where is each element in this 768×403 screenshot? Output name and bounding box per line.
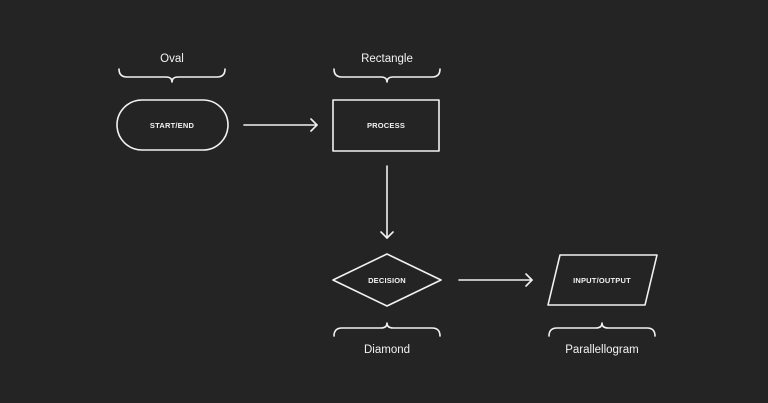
- diamond-caption: Diamond: [364, 344, 410, 356]
- oval-caption-brace: [118, 68, 226, 83]
- parallelogram-caption: Parallellogram: [565, 344, 639, 356]
- start-end-label: START/END: [150, 121, 195, 130]
- rectangle-group: Rectangle PROCESS: [332, 53, 441, 152]
- input-output-parallelogram: [547, 254, 658, 306]
- rectangle-caption-brace: [333, 68, 441, 83]
- decision-diamond: [332, 253, 442, 307]
- diamond-caption-brace: [333, 322, 441, 337]
- arrow-process-to-decision: [380, 165, 394, 239]
- rectangle-caption: Rectangle: [361, 53, 413, 65]
- oval-group: Oval START/END: [116, 53, 229, 151]
- arrow-decision-to-io: [458, 273, 533, 287]
- arrow-start-to-process: [243, 118, 318, 132]
- input-output-label: INPUT/OUTPUT: [573, 276, 631, 285]
- start-end-oval: [116, 99, 229, 151]
- process-rectangle: [332, 99, 440, 152]
- diamond-group: DECISION Diamond: [332, 253, 442, 356]
- parallelogram-group: INPUT/OUTPUT Parallellogram: [547, 254, 658, 356]
- oval-caption: Oval: [160, 53, 184, 65]
- decision-label: DECISION: [368, 276, 406, 285]
- process-label: PROCESS: [367, 121, 405, 130]
- parallelogram-caption-brace: [548, 322, 656, 337]
